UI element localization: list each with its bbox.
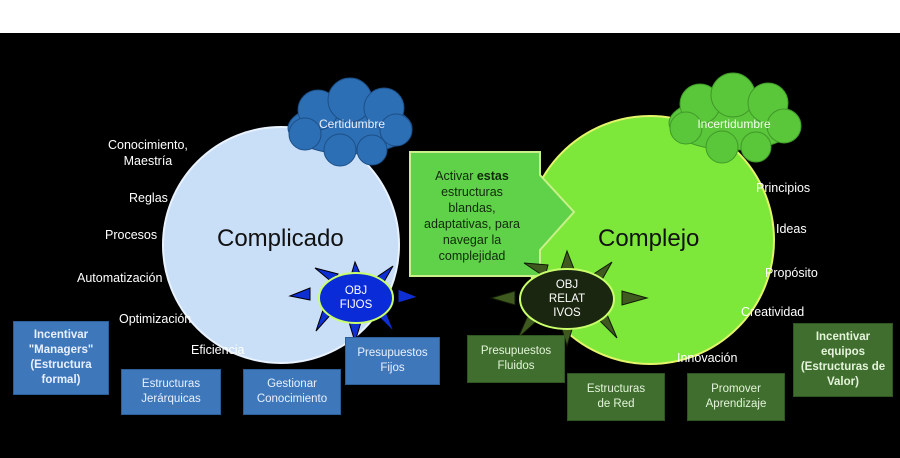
box-promover-aprendizaje: Promover Aprendizaje: [687, 373, 785, 421]
incertidumbre-label: Incertidumbre: [697, 117, 771, 131]
box-estructuras-de-red: Estructuras de Red: [567, 373, 665, 421]
top-bar: [0, 0, 900, 33]
label-principios: Principios: [756, 181, 811, 195]
label-eficiencia: Eficiencia: [191, 343, 245, 357]
label-reglas: Reglas: [129, 191, 168, 205]
obj-fijos-label: OBJ FIJOS: [339, 285, 373, 311]
label-conocimiento: Conocimiento, Maestría: [108, 138, 188, 168]
label-proposito: Propósito: [765, 266, 818, 280]
label-procesos: Procesos: [105, 228, 158, 242]
obj-fijos-core: [318, 272, 394, 324]
label-optimizacion: Optimización: [119, 312, 192, 326]
complicado-title: Complicado: [217, 225, 344, 252]
obj-relativos-core: [519, 268, 615, 330]
box-gestionar-conocimiento: Gestionar Conocimiento: [243, 369, 341, 415]
incertidumbre-cloud: [668, 72, 802, 164]
label-creatividad: Creatividad: [741, 305, 805, 319]
box-incentivar-managers: Incentivar "Managers" (Estructura formal…: [13, 321, 109, 395]
center-text: Activar estas estructuras blandas, adapt…: [424, 169, 520, 263]
box-incentivar-equipos: Incentivar equipos (Estructuras de Valor…: [793, 323, 893, 397]
box-estructuras-jerarquicas: Estructuras Jerárquicas: [121, 369, 221, 415]
certidumbre-label: Certidumbre: [318, 117, 386, 131]
label-innovacion: Innovación: [677, 351, 738, 365]
certidumbre-cloud: [287, 77, 413, 167]
box-presupuestos-fluidos: Presupuestos Fluidos: [467, 335, 565, 383]
complejo-title: Complejo: [598, 225, 700, 252]
center-arrow: [409, 151, 576, 277]
box-presupuestos-fijos: Presupuestos Fijos: [345, 337, 440, 385]
label-ideas: Ideas: [776, 222, 807, 236]
obj-relativos-label: OBJ RELAT IVOS: [548, 279, 586, 319]
label-automatizacion: Automatización: [77, 271, 163, 285]
